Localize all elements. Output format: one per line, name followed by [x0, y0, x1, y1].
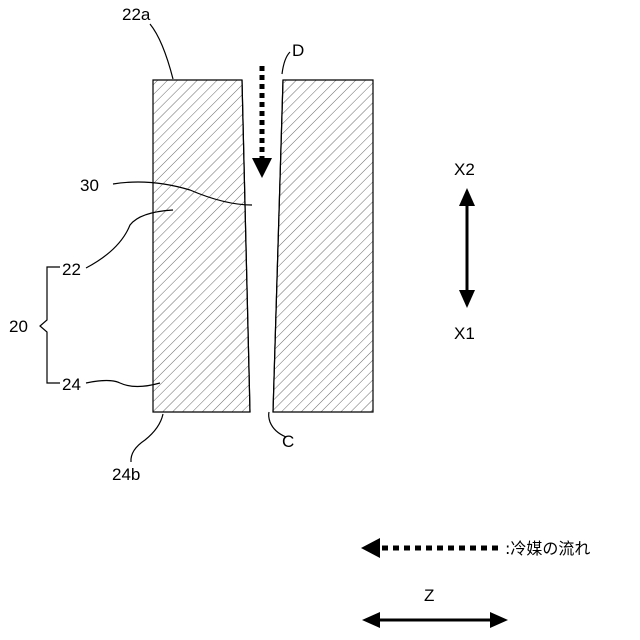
x-axis-arrow-down-head: [459, 290, 475, 308]
z-axis-arrow-left-head: [362, 612, 380, 628]
leader-D: [282, 52, 290, 74]
legend-flow-text: :冷媒の流れ: [505, 539, 590, 558]
label-22: 22: [62, 260, 81, 279]
z-axis-arrow-right-head: [490, 612, 508, 628]
leader-22a: [150, 24, 173, 79]
label-x2: X2: [454, 160, 475, 179]
label-D: D: [292, 41, 304, 60]
label-C: C: [282, 432, 294, 451]
left-block-section: [153, 80, 250, 412]
label-x1: X1: [454, 324, 475, 343]
label-z: Z: [424, 586, 434, 605]
label-22a: 22a: [122, 5, 151, 24]
legend-flow-arrow-head: [361, 538, 380, 558]
label-24b: 24b: [112, 465, 140, 484]
right-block-section: [273, 80, 373, 412]
label-24: 24: [62, 375, 81, 394]
coolant-flow-arrow-head: [252, 158, 272, 178]
leader-24b: [131, 414, 163, 462]
label-20: 20: [9, 317, 28, 336]
assembly-brace: [40, 267, 60, 383]
x-axis-arrow-up-head: [459, 188, 475, 206]
leader-24: [86, 381, 160, 387]
label-30: 30: [80, 176, 99, 195]
